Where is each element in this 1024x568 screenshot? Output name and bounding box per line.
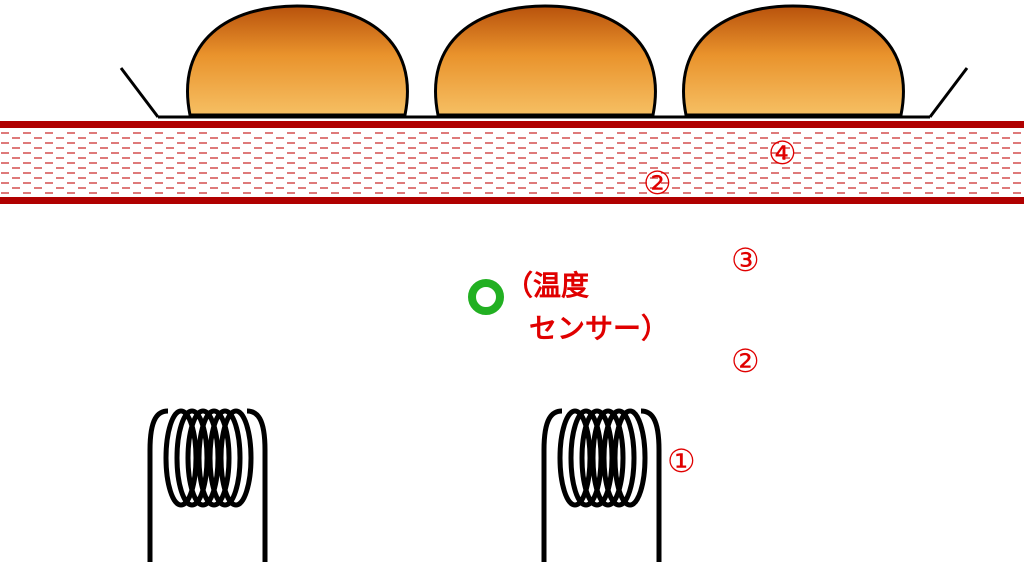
label-2-air: ② [731,342,760,380]
plate-top-border [0,121,1024,128]
plate-bottom-border [0,197,1024,204]
heating-coil-left [147,408,268,562]
heating-coil-right [541,408,662,562]
label-2-tray: ② [643,164,672,202]
bread-loaf-left [186,4,409,117]
heating-plate [0,121,1024,204]
label-4: ④ [768,134,797,172]
label-1-coil: ① [667,442,696,480]
bread-loaf-middle [434,4,657,117]
baking-tray [119,67,969,119]
sensor-label-line1: （温度 [505,269,590,302]
temperature-sensor [468,279,504,315]
bread-loaf-right [682,4,905,117]
sensor-label-line2: センサー） [529,312,670,345]
label-3: ③ [731,241,760,279]
